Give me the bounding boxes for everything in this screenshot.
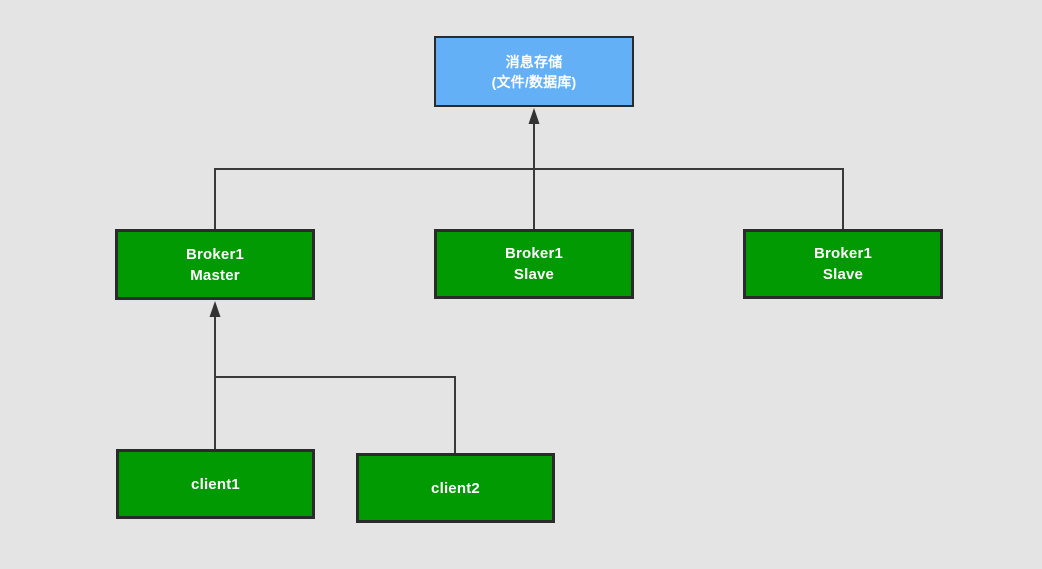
node-client1: client1	[116, 449, 315, 519]
node-broker1-slave-2: Broker1 Slave	[743, 229, 943, 299]
node-label-line1: Broker1	[504, 245, 564, 262]
node-label-line1: client2	[431, 479, 480, 497]
node-message-storage: 消息存储 (文件/数据库)	[434, 36, 634, 107]
node-broker1-slave-1: Broker1 Slave	[434, 229, 634, 299]
edge-broker-bus	[214, 168, 844, 230]
node-client2: client2	[356, 453, 555, 523]
node-label-line1: Broker1	[185, 245, 245, 263]
edge-client2-to-bus	[216, 376, 456, 454]
node-label-line1: Broker1	[813, 245, 873, 262]
arrow-up-into-master-icon	[209, 301, 221, 317]
node-label-line2: Slave	[822, 266, 864, 283]
node-label-line2: (文件/数据库)	[491, 73, 577, 90]
arrow-up-into-storage-icon	[528, 108, 540, 124]
node-label-line2: Slave	[513, 266, 555, 283]
node-label-line2: Master	[190, 266, 240, 284]
node-broker1-master: Broker1 Master	[115, 229, 315, 300]
node-label-line1: 消息存储	[505, 53, 563, 70]
node-label-line1: client1	[191, 475, 240, 493]
